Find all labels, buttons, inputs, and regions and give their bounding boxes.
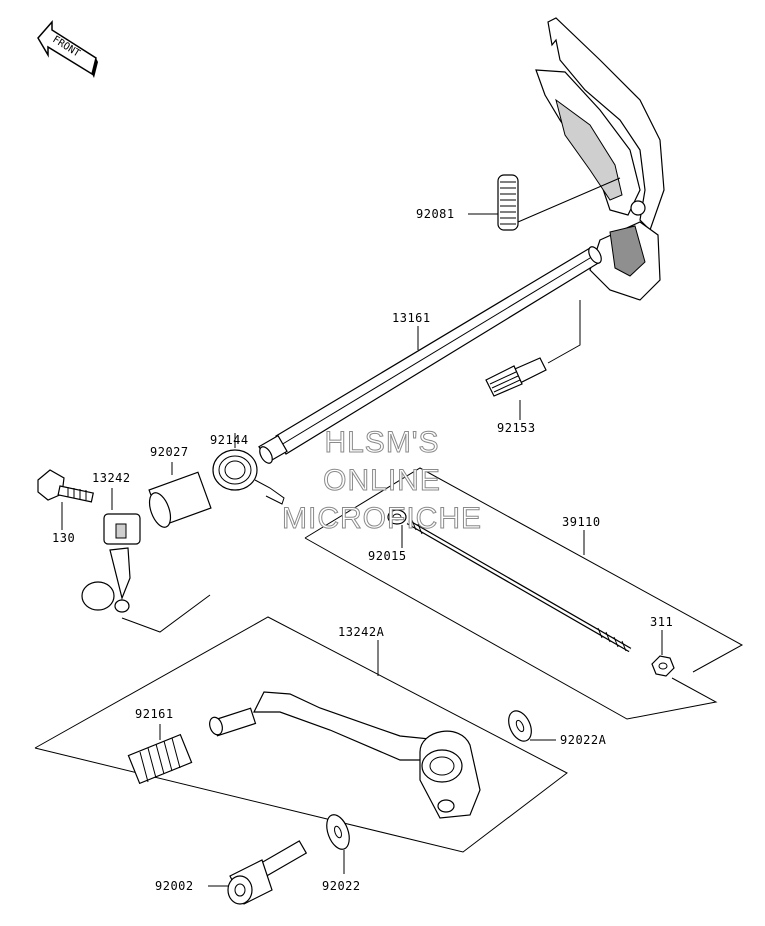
watermark-line-2: ONLINE	[323, 464, 441, 497]
torsion-spring-icon	[212, 449, 285, 505]
outline-left	[121, 594, 211, 633]
outline-lower	[34, 616, 568, 853]
washer-icon	[508, 710, 532, 742]
part-number-13161[interactable]: 13161	[392, 311, 431, 325]
part-number-13242[interactable]: 13242	[92, 471, 131, 485]
shift-pedal-icon	[209, 691, 481, 819]
part-number-92161[interactable]: 92161	[135, 707, 174, 721]
shift-shaft-icon	[258, 246, 602, 464]
selector-arm	[535, 17, 665, 301]
watermark-line-3: MICROFICHE	[282, 502, 482, 535]
nut-icon	[651, 655, 675, 677]
part-number-92153[interactable]: 92153	[497, 421, 536, 435]
nut-icon	[387, 509, 407, 525]
part-number-92002[interactable]: 92002	[155, 879, 194, 893]
bolt-icon	[37, 469, 94, 503]
rod-icon	[406, 519, 632, 653]
stud-bolt-icon	[485, 357, 547, 397]
pivot-bolt-icon	[227, 840, 308, 905]
part-number-92027[interactable]: 92027	[150, 445, 189, 459]
lever-icon	[81, 513, 141, 613]
part-number-92081[interactable]: 92081	[416, 207, 455, 221]
watermark: HLSM'S ONLINE MICROFICHE	[282, 426, 482, 536]
outline-upper	[304, 467, 744, 673]
part-number-39110[interactable]: 39110	[562, 515, 601, 529]
washer-icon	[326, 814, 350, 850]
part-number-13242A[interactable]: 13242A	[338, 625, 385, 639]
collar-icon	[148, 471, 212, 528]
part-number-92144[interactable]: 92144	[210, 433, 249, 447]
watermark-line-1: HLSM'S	[324, 426, 439, 459]
part-number-130[interactable]: 130	[52, 531, 75, 545]
front-arrow-icon: FRONT	[37, 20, 98, 78]
spring-icon	[497, 174, 519, 231]
rubber-icon	[127, 733, 193, 785]
part-number-92015[interactable]: 92015	[368, 549, 407, 563]
part-number-92022[interactable]: 92022	[322, 879, 361, 893]
part-number-92022A[interactable]: 92022A	[560, 733, 607, 747]
part-number-311[interactable]: 311	[650, 615, 673, 629]
outline-upper-2	[304, 537, 718, 720]
